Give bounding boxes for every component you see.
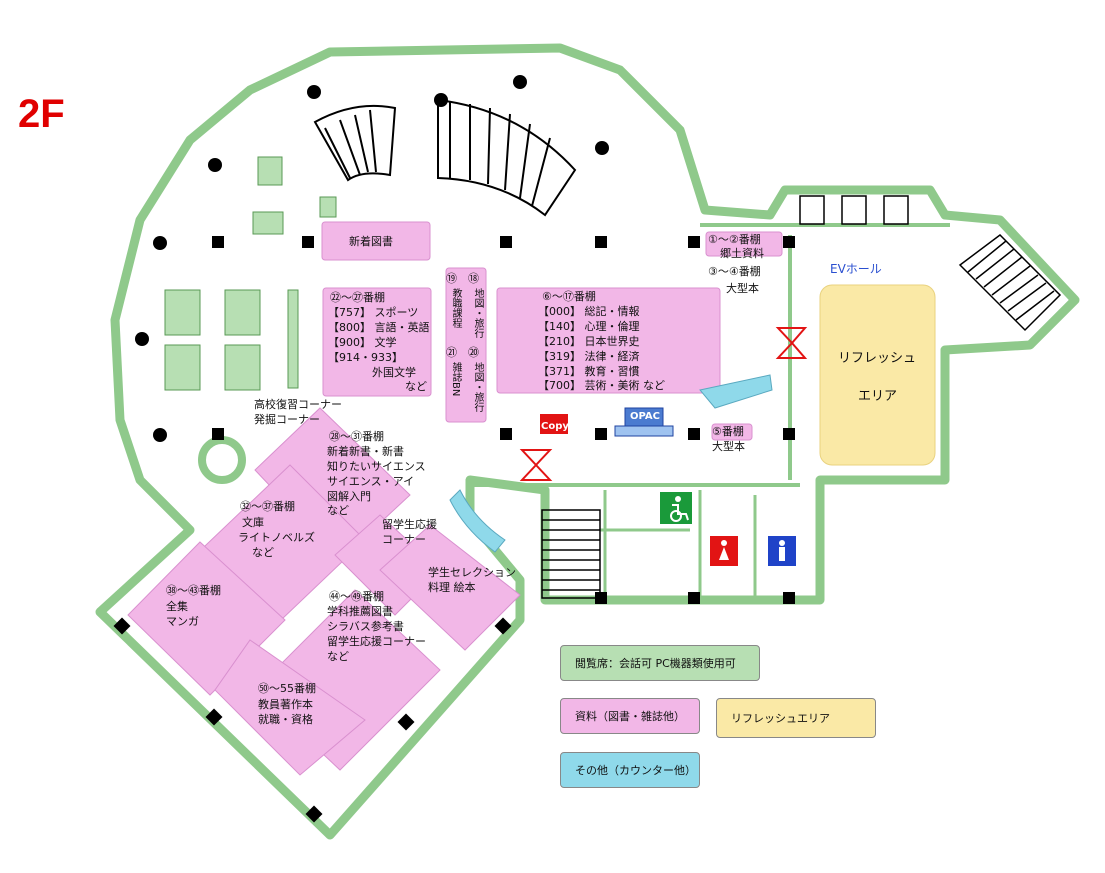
entry-gates — [519, 327, 808, 481]
cat-140: 【140】 心理・倫理 — [538, 320, 640, 333]
intl-support-1: 留学生応援 — [382, 518, 437, 531]
complete-works: 全集 — [166, 600, 188, 613]
shelf-1-2-label: ①〜②番棚 — [708, 233, 761, 246]
science-1: 知りたいサイエンス — [327, 460, 426, 473]
shelf-50-55-label: ㊿〜55番棚 — [258, 682, 316, 695]
cat-210: 【210】 日本世界史 — [538, 335, 640, 348]
cat-914: 【914・933】 — [328, 351, 403, 364]
etc-1: など — [405, 380, 427, 393]
elevators — [799, 195, 909, 225]
etc-4: など — [327, 650, 349, 663]
highschool-corner-2: 発掘コーナー — [254, 413, 320, 426]
etc-3: など — [252, 546, 274, 559]
shelf-38-43-label: ㊳〜㊸番棚 — [166, 584, 221, 597]
magazines-bn: 雑誌BN — [450, 362, 461, 397]
cat-371: 【371】 教育・習慣 — [538, 365, 640, 378]
new-paperback: 新着新書・新書 — [327, 445, 404, 458]
science-2: サイエンス・アイ — [327, 475, 415, 488]
shelf-32-37-label: ㉜〜㊲番棚 — [240, 500, 295, 513]
shelf-21: ㉑ — [446, 346, 457, 359]
shelf-20: ⑳ — [468, 346, 479, 359]
copy-machine-icon — [540, 414, 568, 434]
cat-700: 【700】 芸術・美術 など — [538, 379, 665, 392]
etc-2: など — [327, 504, 349, 517]
shelf-22-27-label: ㉒〜㉗番棚 — [330, 291, 385, 304]
cooking-picture: 料理 絵本 — [428, 581, 476, 594]
legend-other: その他（カウンター他） — [560, 752, 700, 788]
map-travel-1: 地図・旅行 — [472, 288, 483, 338]
syllabus: シラバス参考書 — [327, 620, 404, 633]
shelf-19: ⑲ — [446, 272, 457, 285]
shelf-44-49-label: ㊹〜㊾番棚 — [329, 590, 384, 603]
manga: マンガ — [166, 615, 199, 628]
illustrated: 図解入門 — [327, 490, 371, 503]
faculty-works: 教員著作本 — [258, 698, 313, 711]
floor-label: 2F — [18, 92, 65, 136]
foreign-lit: 外国文学 — [372, 366, 416, 379]
legend-materials-text: 資料（図書・雑誌他） — [575, 710, 685, 723]
refresh-label-1: リフレッシュ — [838, 351, 917, 366]
refresh-label-2: エリア — [858, 389, 898, 404]
theater-steps — [313, 98, 577, 217]
shelf-3-4-label: ③〜④番棚 — [708, 265, 761, 278]
jobs-quals: 就職・資格 — [258, 713, 313, 726]
counter-areas — [449, 374, 773, 553]
stairs — [541, 234, 1062, 599]
map-travel-2: 地図・旅行 — [472, 362, 483, 412]
teaching-course: 教職課程 — [450, 288, 461, 328]
cat-319: 【319】 法律・経済 — [538, 350, 640, 363]
legend-materials: 資料（図書・雑誌他） — [560, 698, 700, 734]
new-books-label: 新着図書 — [349, 235, 393, 248]
oversize-label-2: 大型本 — [712, 440, 745, 453]
restroom-signs — [660, 492, 796, 566]
ev-hall-label: EVホール — [830, 262, 882, 276]
light-novels: ライトノベルズ — [238, 531, 315, 544]
opac-label: OPAC — [630, 411, 660, 422]
cat-000: 【000】 総記・情報 — [538, 305, 640, 318]
intl-corner: 留学生応援コーナー — [327, 635, 426, 648]
pillars — [113, 75, 795, 823]
shelf-5-label: ⑤番棚 — [712, 425, 744, 438]
legend-reading: 閲覧席：会話可 PC機器類使用可 — [560, 645, 760, 681]
shelf-18: ⑱ — [468, 272, 479, 285]
dept-recommended: 学科推薦図書 — [327, 605, 393, 618]
legend-refresh-text: リフレッシュエリア — [731, 712, 830, 725]
local-materials-label: 郷土資料 — [720, 247, 764, 260]
cat-757: 【757】 スポーツ — [328, 306, 419, 319]
copy-label: Copy — [541, 421, 569, 432]
legend-reading-text: 閲覧席：会話可 PC機器類使用可 — [575, 657, 736, 670]
cat-800: 【800】 言語・英語 — [328, 321, 430, 334]
legend-other-text: その他（カウンター他） — [575, 764, 696, 777]
refresh-area — [819, 284, 936, 466]
oversize-label-1: 大型本 — [726, 282, 759, 295]
materials-areas — [127, 221, 783, 776]
highschool-corner-1: 高校復習コーナー — [254, 398, 342, 411]
student-selection: 学生セレクション — [428, 566, 516, 579]
bunko: 文庫 — [242, 516, 264, 529]
shelf-28-31-label: ㉘〜㉛番棚 — [329, 430, 384, 443]
opac-icon — [614, 407, 674, 437]
legend-refresh: リフレッシュエリア — [716, 698, 876, 738]
intl-support-2: コーナー — [382, 533, 426, 546]
cat-900: 【900】 文学 — [328, 336, 397, 349]
shelf-6-17-label: ⑥〜⑰番棚 — [542, 290, 596, 303]
